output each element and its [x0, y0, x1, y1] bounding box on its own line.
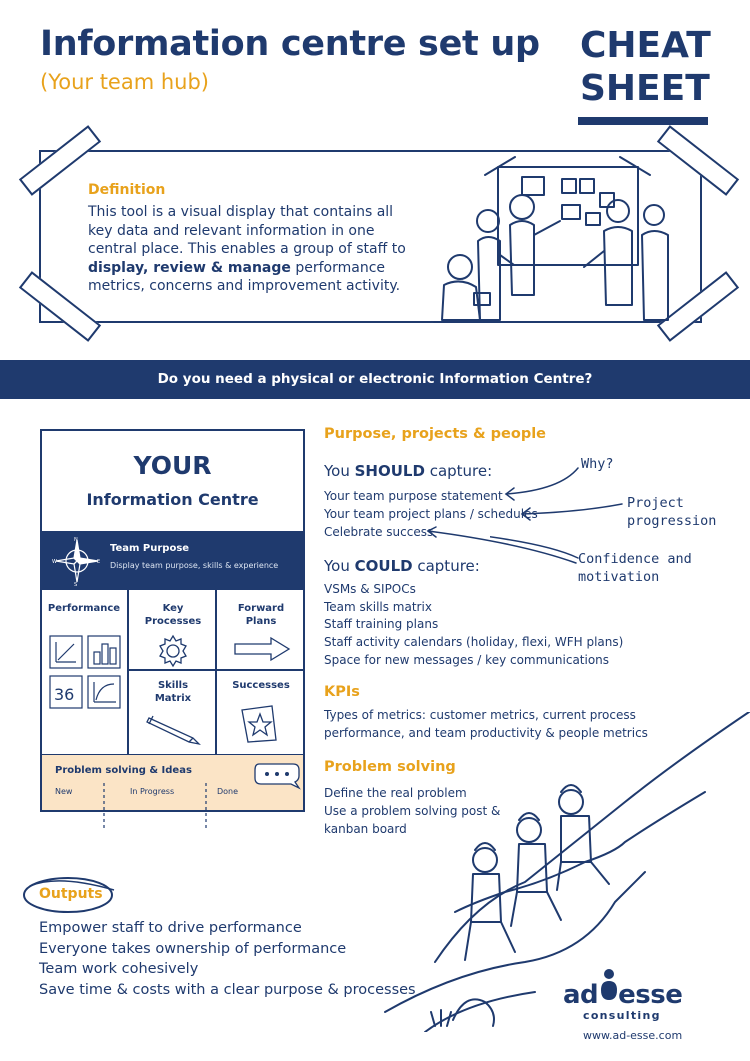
kanban-col-in-progress: In Progress: [130, 787, 175, 796]
key-processes-line2: Processes: [144, 615, 202, 627]
output-item-1: Empower staff to drive performance: [39, 920, 302, 936]
badge-line-2: SHEET: [580, 68, 710, 109]
should-prefix: You: [324, 462, 355, 480]
definition-label: Definition: [88, 182, 166, 198]
compass-w: W: [52, 559, 57, 565]
definition-text-part1: This tool is a visual display that conta…: [88, 204, 406, 257]
compass-n: N: [74, 537, 78, 543]
website-link[interactable]: www.ad-esse.com: [583, 1029, 683, 1042]
kpi-number: 36: [54, 685, 74, 704]
should-item-1: Your team purpose statement: [324, 489, 503, 503]
definition-text-bold: display, review & manage: [88, 259, 291, 276]
kpis-heading: KPIs: [324, 684, 360, 700]
output-item-4: Save time & costs with a clear purpose &…: [39, 982, 416, 998]
could-capture-heading: You COULD capture:: [324, 557, 480, 575]
logo-right: esse: [618, 980, 683, 1010]
kpis-line-2: performance, and team productivity & peo…: [324, 726, 648, 740]
could-item-3: Staff training plans: [324, 617, 439, 631]
climbers-illustration: [384, 712, 750, 1032]
could-item-5: Space for new messages / key communicati…: [324, 653, 610, 667]
could-suffix: capture:: [412, 557, 480, 575]
cell-successes-title: Successes: [232, 680, 290, 691]
badge-underline: [578, 117, 708, 125]
could-item-1: VSMs & SIPOCs: [324, 582, 416, 596]
note-confidence: Confidence and motivation: [578, 550, 692, 586]
board-subheading: Information Centre: [86, 490, 259, 509]
problem-solving-item-2: Use a problem solving post &: [324, 804, 501, 818]
question-banner: Do you need a physical or electronic Inf…: [0, 360, 750, 399]
problem-solving-ideas-title: Problem solving & Ideas: [55, 765, 192, 776]
pencil-icon: [146, 715, 201, 746]
note-confidence-line2: motivation: [578, 569, 660, 585]
page-subtitle: (Your team hub): [40, 70, 209, 94]
definition-text-part2: performance metrics, concerns and improv…: [88, 259, 401, 295]
performance-charts-icon: 36: [49, 635, 121, 709]
kanban-col-new: New: [55, 787, 73, 796]
output-item-2: Everyone takes ownership of performance: [39, 941, 347, 957]
cell-performance-title: Performance: [47, 603, 121, 614]
confidence-arrow: [426, 526, 577, 564]
cheat-sheet-badge: CHEAT SHEET: [580, 24, 711, 110]
compass-icon: N S W E: [52, 537, 100, 586]
note-project-line2: progression: [627, 513, 717, 529]
logo-left: ad: [563, 980, 599, 1010]
note-arrows: [490, 467, 623, 559]
team-purpose-title: Team Purpose: [110, 543, 190, 554]
definition-text: This tool is a visual display that conta…: [88, 203, 418, 296]
skills-line2: Matrix: [154, 692, 192, 704]
arrow-right-icon: [234, 636, 291, 662]
could-item-2: Team skills matrix: [324, 600, 432, 614]
star-note-icon: [241, 705, 277, 743]
key-processes-line1: Key: [162, 603, 184, 614]
should-capture-heading: You SHOULD capture:: [324, 462, 492, 480]
definition-frame: [39, 150, 702, 323]
purpose-projects-heading: Purpose, projects & people: [324, 426, 547, 442]
team-purpose-desc: Display team purpose, skills & experienc…: [110, 561, 279, 570]
forward-plans-line1: Forward: [237, 603, 285, 614]
should-bold: SHOULD: [354, 462, 425, 480]
note-project-line1: Project: [627, 495, 684, 511]
logo-drop-icon: [601, 969, 617, 1000]
speech-bubble-icon: [254, 763, 301, 790]
forward-plans-line2: Plans: [245, 615, 277, 627]
could-prefix: You: [324, 557, 355, 575]
should-suffix: capture:: [424, 462, 493, 480]
could-bold: COULD: [354, 557, 413, 575]
gear-icon: [159, 634, 187, 668]
logo-tagline: consulting: [583, 1009, 661, 1022]
outputs-label: Outputs: [39, 886, 103, 902]
note-confidence-line1: Confidence and: [578, 551, 692, 567]
could-item-4: Staff activity calendars (holiday, flexi…: [324, 635, 624, 649]
output-item-3: Team work cohesively: [39, 961, 199, 977]
badge-line-1: CHEAT: [580, 25, 711, 66]
information-centre-board: [40, 429, 305, 812]
kanban-col-done: Done: [217, 787, 239, 796]
board-heading: YOUR: [133, 451, 212, 480]
kpis-line-1: Types of metrics: customer metrics, curr…: [324, 708, 636, 722]
note-project: Project progression: [627, 494, 716, 530]
problem-solving-item-1: Define the real problem: [324, 786, 467, 800]
note-why: Why?: [581, 456, 614, 472]
team-at-board-illustration: [441, 156, 669, 321]
compass-s: S: [74, 582, 77, 586]
skills-line1: Skills: [157, 680, 189, 691]
problem-solving-item-3: kanban board: [324, 822, 407, 836]
compass-e: E: [97, 559, 100, 565]
kanban-dividers: [103, 783, 207, 829]
should-item-3: Celebrate success: [324, 525, 434, 539]
page-title: Information centre set up: [40, 24, 540, 64]
should-item-2: Your team project plans / schedules: [324, 507, 538, 521]
outputs-scribble-circle: [23, 877, 115, 913]
problem-solving-heading: Problem solving: [324, 759, 456, 775]
